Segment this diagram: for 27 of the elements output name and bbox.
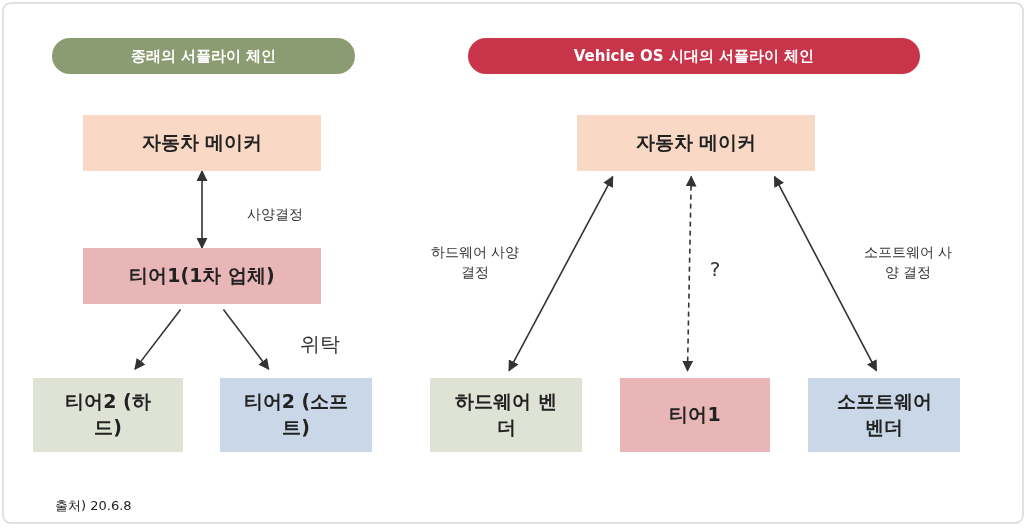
node-label: 종래의 서플라이 체인: [130, 45, 277, 67]
node-label: 티어1: [669, 402, 721, 428]
process-box: [83, 248, 321, 304]
node-label: Vehicle OS 시대의 서플라이 체인: [573, 45, 815, 67]
process-box: [220, 378, 372, 452]
arrow: [196, 169, 208, 250]
node-label: 소프트웨어 벤더: [835, 389, 933, 440]
node-label: 티어1(1차 업체): [129, 263, 275, 289]
dashed-arrow: [682, 175, 697, 372]
arrow: [134, 308, 182, 370]
node-label: 하드웨어 벤더: [454, 389, 558, 440]
arrow: [222, 308, 270, 370]
arrow: [773, 175, 878, 372]
process-box: [808, 378, 960, 452]
node-label: 티어2 (하드): [64, 389, 152, 440]
process-box: [620, 378, 770, 452]
node-label: 자동차 메이커: [141, 130, 263, 156]
arrow: [508, 175, 614, 372]
node-label: 자동차 메이커: [635, 130, 757, 156]
process-box: [83, 115, 321, 171]
source-note: 출처) 20.6.8: [55, 497, 132, 515]
section-header-pill: [468, 38, 920, 74]
process-box: [577, 115, 815, 171]
process-box: [430, 378, 582, 452]
section-header-pill: [52, 38, 355, 74]
node-label: 티어2 (소프트): [242, 389, 350, 440]
process-box: [33, 378, 183, 452]
